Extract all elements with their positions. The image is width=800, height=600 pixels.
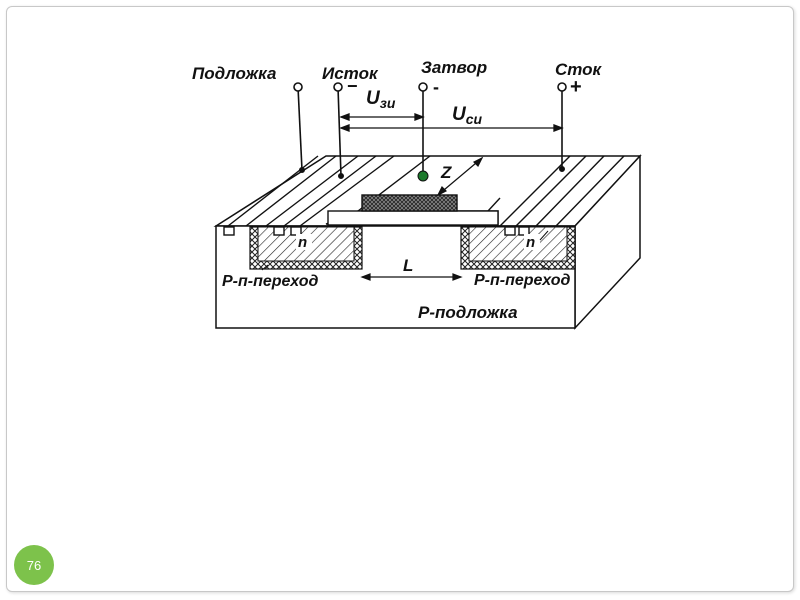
source-minus-sign: − — [347, 76, 358, 96]
u-gs-subscript: зи — [380, 95, 396, 111]
u-ds-label: Uси — [452, 104, 483, 127]
drain-plus-sign: + — [570, 76, 582, 98]
gate-minus-sign: - — [433, 77, 439, 97]
p-substrate-label: Р-подложка — [418, 303, 518, 322]
page-number-badge: 76 — [14, 545, 54, 585]
n-region-right-label: n — [526, 234, 535, 251]
u-gs-label: Uзи — [366, 88, 396, 111]
right-n-region — [460, 226, 576, 270]
drain-terminal-label: Сток — [555, 60, 603, 79]
n-region-left-label: n — [298, 234, 307, 251]
surface-strips — [227, 155, 625, 227]
voltage-arrows — [339, 113, 564, 132]
l-dimension-arrow — [360, 273, 463, 281]
gate-terminal-label: Затвор — [421, 58, 487, 77]
gate-plate — [327, 210, 499, 226]
l-dimension-label: L — [403, 256, 413, 275]
substrate-terminal-label: Подложка — [192, 64, 276, 83]
u-ds-subscript: си — [466, 111, 483, 127]
pn-junction-left-label: Р-п-переход — [222, 273, 319, 290]
n-right-leader — [539, 230, 549, 241]
gate-contact-dot — [417, 170, 429, 182]
pn-leaders — [261, 263, 550, 271]
z-dimension-label: Z — [440, 163, 452, 182]
pn-junction-right-label: Р-п-переход — [474, 272, 571, 289]
source-terminal-label: Исток — [322, 64, 379, 83]
z-dimension-arrow — [436, 156, 484, 197]
gate-metal — [361, 194, 458, 212]
